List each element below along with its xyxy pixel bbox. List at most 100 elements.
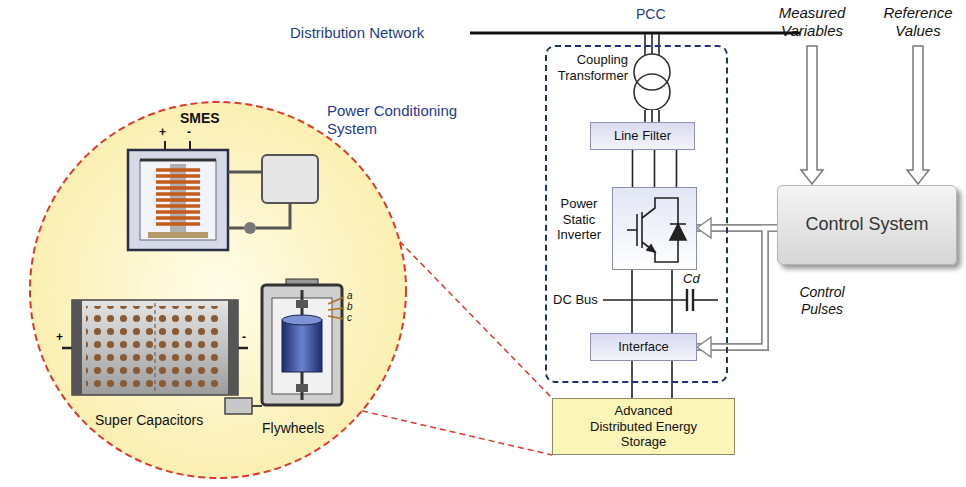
smes-drawing-part [140,160,216,240]
igbt-symbol-part [670,224,686,240]
polarity-mark: + [159,125,166,139]
smes-drawing-part [228,171,262,174]
device-caption: Super Capacitors [95,412,203,429]
interface-box: Interface [590,333,697,361]
power-line [633,150,677,187]
storage-box: Advanced Distributed Energy Storage [552,398,735,455]
smes-drawing-part-part [156,174,200,178]
flywheel-drawing-part-part [328,308,344,310]
smes-drawing-part-part [156,198,200,202]
box-label: Line Filter [614,128,671,144]
filter-box: Line Filter [590,122,695,150]
flywheel-drawing-part [282,320,322,372]
igbt-symbol-part [636,214,638,246]
input-label: Measured Variables [762,4,862,40]
flywheel-drawing-part [286,279,318,287]
group-title: Power Conditioning System [327,102,487,138]
supercapacitor-drawing-part [238,347,248,350]
phase-label: a [347,290,353,302]
supercapacitor-drawing-part [86,306,224,390]
flywheel-drawing-part [301,290,304,400]
input-arrows-part [801,46,823,184]
supercapacitor-drawing-part [72,300,238,395]
input-arrows-part [907,46,929,184]
smes-drawing-part [156,170,200,224]
smes-drawing-part-part [156,192,200,196]
power-line [632,270,672,333]
polarity-mark: + [56,330,63,344]
igbt-symbol-part [670,223,686,225]
network-bus-part [470,32,800,35]
igbt-symbol-part [647,245,655,252]
power-line [645,110,659,122]
component-label: Coupling Transformer [548,52,628,83]
flywheel-drawing-part [272,298,332,394]
polarity-mark: - [187,125,191,139]
dc-bus-capacitor-part [692,289,694,311]
network-bus [470,33,800,34]
flywheel-drawing-part [296,384,308,392]
polarity-mark: - [242,330,246,344]
smes-drawing-part [256,203,290,228]
callout-circle [30,102,406,478]
pcc-label: PCC [636,6,666,23]
smes-drawing-part-part [156,186,200,190]
flywheel-drawing-part [252,405,262,407]
box-label: Control System [805,214,928,236]
smes-drawing-part [128,150,228,250]
connector-core [697,228,777,347]
igbt-symbol-part [627,229,637,231]
smes-drawing-part-part [156,168,200,172]
igbt-symbol-part [641,212,643,248]
smes-drawing-part [228,227,244,230]
inverter-box: Power Static Inverter [612,187,697,270]
arrowhead [697,337,711,357]
box-label: Interface [618,339,669,355]
smes-drawing-part [164,141,166,150]
smes-drawing-part-part [156,204,200,208]
supercapacitor-drawing-part [62,347,72,350]
input-label: Reference Values [873,4,963,40]
igbt-symbol [627,198,686,262]
supercapacitor-drawing-part [228,300,238,395]
connector-group [362,110,777,455]
smes-drawing-part [140,159,216,162]
smes-drawing-part [244,222,256,234]
smes-drawing-part [170,164,186,234]
supercapacitor-drawing-part [72,300,82,395]
box-label: Advanced Distributed Energy Storage [584,403,704,450]
igbt-symbol-part [642,198,678,224]
smes-drawing-part-part [156,216,200,220]
capacitor-label: Cd [683,271,700,287]
supercapacitor-drawing [62,300,248,395]
arrowhead [697,218,711,238]
device-caption: Flywheels [262,420,324,437]
flywheel-drawing-part [225,398,252,414]
flywheel-drawing-part-part [328,297,344,304]
igbt-symbol-part [642,240,678,262]
smes-drawing-part-part [156,210,200,214]
flywheel-drawing-part [296,300,308,308]
component-label: Power Static Inverter [553,196,605,243]
connector-layer [362,110,777,455]
dc-bus-capacitor-part [686,289,688,311]
control-arrow [697,228,777,347]
flywheel-drawing-part [328,297,344,319]
transformer-winding [634,74,670,110]
input-arrows [801,46,929,184]
phase-label: b [347,301,353,313]
phase-label: c [347,312,352,324]
network-label: Distribution Network [290,24,424,42]
pcc-wires-part [651,34,653,54]
flywheel-drawing-part [262,285,342,405]
control-box: Control System [777,185,957,265]
power-line [632,361,672,398]
dc-bus-capacitor-part [603,299,687,301]
smes-drawing-part [148,232,208,238]
bus-label: DC Bus [553,292,598,308]
device-caption: SMES [180,110,220,127]
smes-drawing-part [189,141,191,150]
smes-drawing-part-part [156,222,200,226]
